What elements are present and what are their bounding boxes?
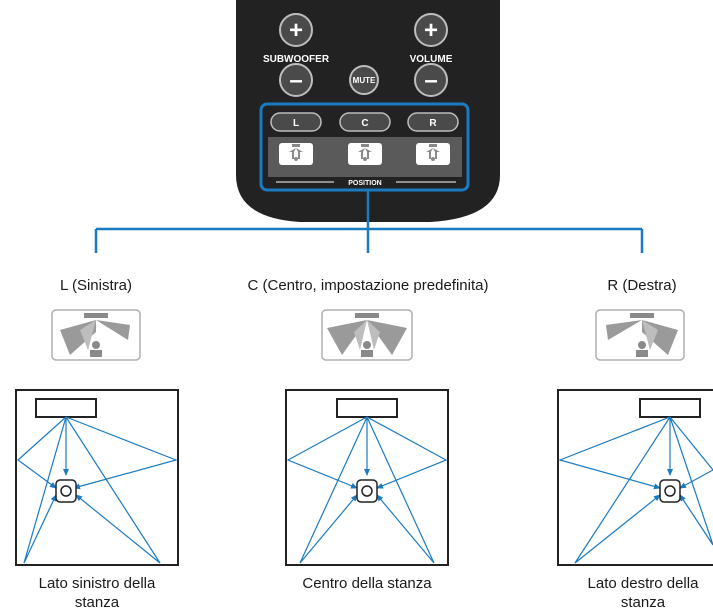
position-label: POSITION [348,180,381,187]
position-l-button[interactable]: L [270,112,322,132]
center-mode-icon [321,309,413,361]
option-title-left: L (Sinistra) [60,277,132,294]
soundbar [35,398,97,418]
caption-right-line1: Lato destro della [588,575,700,592]
right-mode-icon [595,309,685,361]
mute-button[interactable]: MUTE [349,65,379,95]
center-room-diagram [285,389,449,566]
volume-label: VOLUME [410,54,453,65]
listener-icon [55,479,77,503]
left-mode-icon [51,309,141,361]
center-beam-icon [348,143,382,165]
listener-icon [659,479,681,503]
position-r-button[interactable]: R [407,112,459,132]
option-title-center: C (Centro, impostazione predefinita) [248,277,489,294]
volume-minus-button[interactable]: – [414,63,448,97]
soundbar [639,398,701,418]
subwoofer-label: SUBWOOFER [263,54,330,65]
svg-text:L: L [293,118,299,129]
left-room-diagram [15,389,179,566]
svg-text:C: C [361,118,368,129]
left-beam-icon [279,143,313,165]
subwoofer-minus-button[interactable]: – [279,63,313,97]
caption-right-line2: stanza [621,594,666,611]
position-highlight [259,102,470,192]
right-room-diagram [557,389,713,566]
remote-control: + SUBWOOFER – MUTE + VOLUME – L [236,0,500,222]
option-title-right: R (Destra) [607,277,676,294]
plus-icon: + [424,17,438,44]
subwoofer-plus-button[interactable]: + [279,13,313,47]
plus-icon: + [289,17,303,44]
minus-icon: – [424,67,437,94]
caption-left-line2: stanza [75,594,120,611]
volume-plus-button[interactable]: + [414,13,448,47]
svg-text:R: R [429,118,437,129]
listener-icon [356,479,378,503]
soundbar [336,398,398,418]
minus-icon: – [289,67,302,94]
right-beam-icon [416,143,450,165]
caption-center-line1: Centro della stanza [302,575,432,592]
connector-lines [94,190,644,253]
mute-label: MUTE [353,76,376,85]
position-c-button[interactable]: C [339,112,391,132]
caption-left-line1: Lato sinistro della [39,575,156,592]
